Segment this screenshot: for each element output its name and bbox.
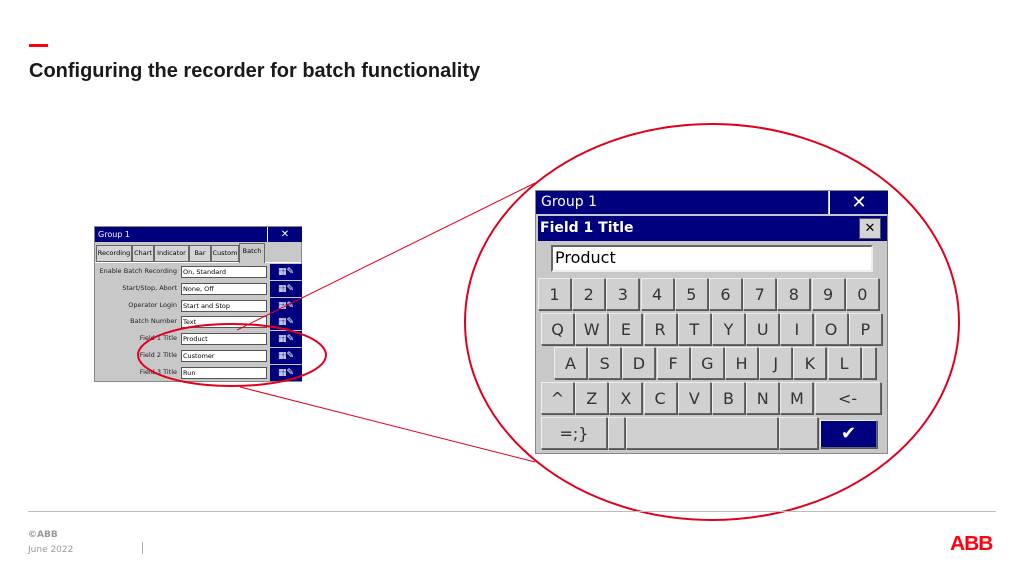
- key-space[interactable]: [626, 417, 778, 449]
- setting-label: Field 3 Title: [139, 367, 177, 376]
- ok-button[interactable]: ✔: [820, 420, 877, 448]
- key-7[interactable]: 7: [743, 278, 777, 310]
- key-j[interactable]: J: [759, 347, 793, 379]
- key-q[interactable]: Q: [541, 313, 574, 345]
- setting-label: Batch Number: [130, 317, 177, 326]
- abb-logo: ABB: [949, 533, 993, 555]
- key-s[interactable]: S: [588, 347, 622, 379]
- setting-value[interactable]: Product: [181, 333, 267, 346]
- key-p[interactable]: P: [848, 313, 882, 345]
- key-5[interactable]: 5: [674, 278, 708, 310]
- setting-row: Start/Stop, Abort None, Off▦✎: [95, 280, 302, 297]
- key-c[interactable]: C: [643, 382, 677, 414]
- key-d[interactable]: D: [622, 347, 656, 379]
- key-b[interactable]: B: [712, 382, 745, 414]
- edit-button[interactable]: ▦✎: [270, 348, 302, 364]
- tab-indicator[interactable]: Indicator: [154, 245, 189, 262]
- date: June 2022: [28, 545, 74, 555]
- edit-button[interactable]: ▦✎: [270, 331, 302, 348]
- key-r[interactable]: R: [643, 313, 677, 345]
- panel-title: Group 1: [536, 191, 828, 214]
- dialog-title: Field 1 Title: [538, 216, 887, 241]
- key-x[interactable]: X: [609, 382, 643, 414]
- key-9[interactable]: 9: [811, 278, 845, 310]
- key-1[interactable]: 1: [538, 278, 571, 310]
- key-u[interactable]: U: [746, 313, 780, 345]
- key-i[interactable]: I: [780, 313, 814, 345]
- setting-value[interactable]: Run: [181, 366, 267, 379]
- key-8[interactable]: 8: [777, 278, 811, 310]
- setting-row: Enable Batch Recording On, Standard▦✎: [95, 264, 302, 280]
- key-0[interactable]: 0: [845, 278, 879, 310]
- setting-label: Enable Batch Recording: [99, 267, 177, 275]
- close-button[interactable]: ✕: [267, 227, 302, 242]
- tab-bar[interactable]: Bar: [189, 245, 211, 262]
- key-k[interactable]: K: [793, 347, 827, 379]
- key-backspace[interactable]: <-: [814, 382, 881, 414]
- close-button[interactable]: ✕: [829, 191, 888, 214]
- key-h[interactable]: H: [725, 347, 758, 379]
- key-v[interactable]: V: [677, 382, 711, 414]
- highlight-ellipse-large: [464, 123, 960, 521]
- text-input[interactable]: Product: [551, 245, 873, 272]
- key-blank[interactable]: [779, 417, 818, 449]
- dialog-close-button[interactable]: ✕: [859, 218, 881, 239]
- key-blank[interactable]: [608, 417, 625, 449]
- copyright: ©ABB: [28, 530, 58, 540]
- edit-button[interactable]: ▦✎: [270, 264, 302, 280]
- setting-row: Field 3 Title Run▦✎: [95, 364, 302, 381]
- setting-value[interactable]: None, Off: [181, 282, 267, 295]
- setting-row: Field 2 Title Customer▦✎: [95, 348, 302, 364]
- edit-button[interactable]: ▦✎: [270, 280, 302, 297]
- panel-title: Group 1: [95, 227, 267, 242]
- page-title: Configuring the recorder for batch funct…: [29, 60, 481, 82]
- key-w[interactable]: W: [575, 313, 609, 345]
- key-a[interactable]: A: [554, 347, 587, 379]
- tab-chart[interactable]: Chart: [132, 245, 154, 262]
- setting-label: Field 1 Title: [139, 334, 177, 343]
- setting-value[interactable]: On, Standard: [181, 266, 267, 278]
- key-6[interactable]: 6: [709, 278, 742, 310]
- setting-label: Start/Stop, Abort: [122, 283, 177, 292]
- key-z[interactable]: Z: [575, 382, 609, 414]
- setting-label: Operator Login: [128, 300, 177, 309]
- key-m[interactable]: M: [780, 382, 814, 414]
- key-o[interactable]: O: [814, 313, 848, 345]
- footer-divider: [28, 511, 996, 512]
- tab-batch[interactable]: Batch: [239, 243, 265, 263]
- key-e[interactable]: E: [609, 313, 643, 345]
- callout-line-bottom: [239, 386, 536, 463]
- key-l[interactable]: L: [827, 347, 861, 379]
- key-shift[interactable]: ^: [541, 382, 574, 414]
- setting-value[interactable]: Customer: [181, 350, 267, 362]
- key-symbols[interactable]: =;}: [541, 417, 607, 449]
- edit-button[interactable]: ▦✎: [270, 364, 302, 381]
- callout-line-top: [236, 182, 536, 331]
- footer-separator: [142, 542, 143, 554]
- key-2[interactable]: 2: [572, 278, 606, 310]
- edit-button[interactable]: ▦✎: [270, 314, 302, 331]
- key-y[interactable]: Y: [712, 313, 745, 345]
- setting-label: Field 2 Title: [139, 351, 177, 359]
- key-t[interactable]: T: [677, 313, 711, 345]
- key-n[interactable]: N: [746, 382, 780, 414]
- key-3[interactable]: 3: [606, 278, 640, 310]
- setting-value[interactable]: Start and Stop: [181, 299, 267, 312]
- key-blank[interactable]: [861, 347, 876, 379]
- tab-custom[interactable]: Custom: [211, 245, 239, 262]
- highlight-ellipse-small: [137, 323, 327, 387]
- key-g[interactable]: G: [690, 347, 724, 379]
- key-4[interactable]: 4: [640, 278, 674, 310]
- title-accent-bar: [29, 44, 48, 47]
- tab-recording[interactable]: Recording: [96, 245, 132, 262]
- setting-row: Field 1 Title Product▦✎: [95, 331, 302, 348]
- key-f[interactable]: F: [656, 347, 690, 379]
